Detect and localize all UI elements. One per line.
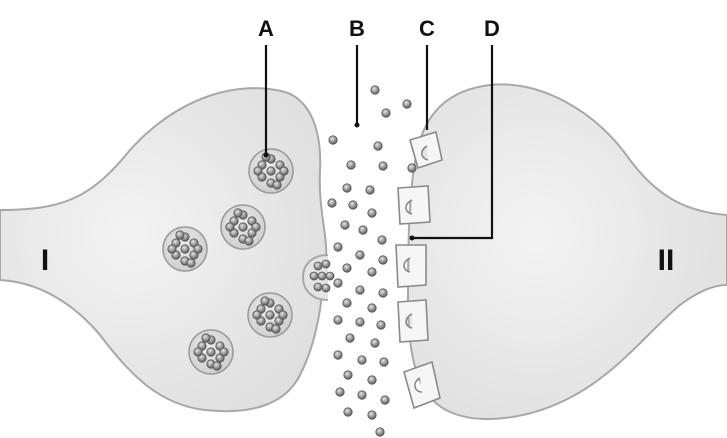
neurotransmitter-molecule	[343, 299, 351, 307]
neurotransmitter-molecule	[379, 162, 387, 170]
neurotransmitter-molecule	[356, 318, 364, 326]
neurotransmitter-molecule	[366, 186, 374, 194]
label-presynaptic: I	[41, 244, 49, 277]
neurotransmitter-molecule	[356, 286, 364, 294]
neurotransmitter-molecule	[267, 167, 275, 175]
neurotransmitter-molecule	[202, 334, 210, 342]
neurotransmitter-molecule	[334, 351, 342, 359]
neurotransmitter-molecule	[334, 243, 342, 251]
neurotransmitter-molecule	[376, 428, 384, 436]
neurotransmitter-molecule	[368, 411, 376, 419]
neurotransmitter-molecule	[181, 245, 189, 253]
label-d: D	[484, 16, 500, 41]
neurotransmitter-molecule	[168, 245, 176, 253]
neurotransmitter-molecule	[266, 311, 274, 319]
neurotransmitter-molecule	[245, 237, 253, 245]
pointer-dot-b	[355, 123, 360, 128]
neurotransmitter-molecule	[344, 371, 352, 379]
neurotransmitter-molecule	[343, 264, 351, 272]
receptor	[398, 300, 428, 342]
neurotransmitter-molecule	[380, 358, 388, 366]
neurotransmitter-molecule	[408, 164, 416, 172]
neurotransmitter-molecule	[334, 316, 342, 324]
neurotransmitter-molecule	[213, 362, 221, 370]
postsynaptic-terminal	[408, 84, 727, 418]
neurotransmitter-molecule	[310, 272, 318, 280]
neurotransmitter-molecule	[349, 201, 357, 209]
neurotransmitter-molecule	[378, 236, 386, 244]
neurotransmitter-molecule	[314, 283, 322, 291]
neurotransmitter-molecule	[403, 100, 411, 108]
neurotransmitter-molecule	[187, 259, 195, 267]
pointer-dot-a	[264, 153, 269, 158]
neurotransmitter-molecule	[368, 268, 376, 276]
neurotransmitter-molecule	[374, 142, 382, 150]
neurotransmitter-molecule	[381, 396, 389, 404]
neurotransmitter-molecule	[318, 272, 326, 280]
neurotransmitter-molecule	[334, 279, 342, 287]
neurotransmitter-molecule	[326, 272, 334, 280]
pointer-dot-d	[410, 236, 415, 241]
label-postsynaptic: II	[658, 244, 675, 277]
receptor	[396, 245, 426, 287]
neurotransmitter-molecule	[377, 321, 385, 329]
neurotransmitter-molecule	[207, 348, 215, 356]
neurotransmitter-molecule	[368, 376, 376, 384]
neurotransmitter-molecule	[176, 231, 184, 239]
neurotransmitter-molecule	[226, 223, 234, 231]
label-a: A	[258, 16, 274, 41]
neurotransmitter-molecule	[273, 181, 281, 189]
neurotransmitter-molecule	[358, 356, 366, 364]
neurotransmitter-molecule	[336, 388, 344, 396]
neurotransmitter-molecule	[254, 167, 262, 175]
label-c: C	[419, 16, 435, 41]
neurotransmitter-molecule	[379, 256, 387, 264]
neurotransmitter-molecule	[322, 260, 330, 268]
receptor	[398, 186, 430, 224]
neurotransmitter-molecule	[382, 109, 390, 117]
neurotransmitter-molecule	[261, 297, 269, 305]
neurotransmitter-molecule	[194, 245, 202, 253]
neurotransmitter-molecule	[279, 311, 287, 319]
neurotransmitter-molecule	[314, 262, 322, 270]
neurotransmitter-molecule	[280, 167, 288, 175]
neurotransmitter-molecule	[220, 348, 228, 356]
neurotransmitter-molecule	[371, 339, 379, 347]
neurotransmitter-molecule	[368, 304, 376, 312]
neurotransmitter-molecule	[322, 284, 330, 292]
neurotransmitter-molecule	[252, 223, 260, 231]
neurotransmitter-molecule	[253, 311, 261, 319]
neurotransmitter-molecule	[344, 408, 352, 416]
neurotransmitter-molecule	[379, 289, 387, 297]
neurotransmitter-molecule	[234, 209, 242, 217]
neurotransmitter-molecule	[358, 391, 366, 399]
neurotransmitter-molecule	[371, 86, 379, 94]
neurotransmitter-molecule	[346, 334, 354, 342]
neurotransmitter-molecule	[239, 223, 247, 231]
neurotransmitter-molecule	[329, 136, 337, 144]
neurotransmitter-molecule	[341, 221, 349, 229]
neurotransmitter-molecule	[343, 184, 351, 192]
neurotransmitter-molecule	[328, 199, 336, 207]
neurotransmitter-molecule	[272, 325, 280, 333]
neurotransmitter-molecule	[356, 251, 364, 259]
neurotransmitter-molecule	[347, 161, 355, 169]
label-b: B	[349, 16, 365, 41]
neurotransmitter-molecule	[359, 226, 367, 234]
neurotransmitter-molecule	[194, 348, 202, 356]
neurotransmitter-molecule	[368, 209, 376, 217]
